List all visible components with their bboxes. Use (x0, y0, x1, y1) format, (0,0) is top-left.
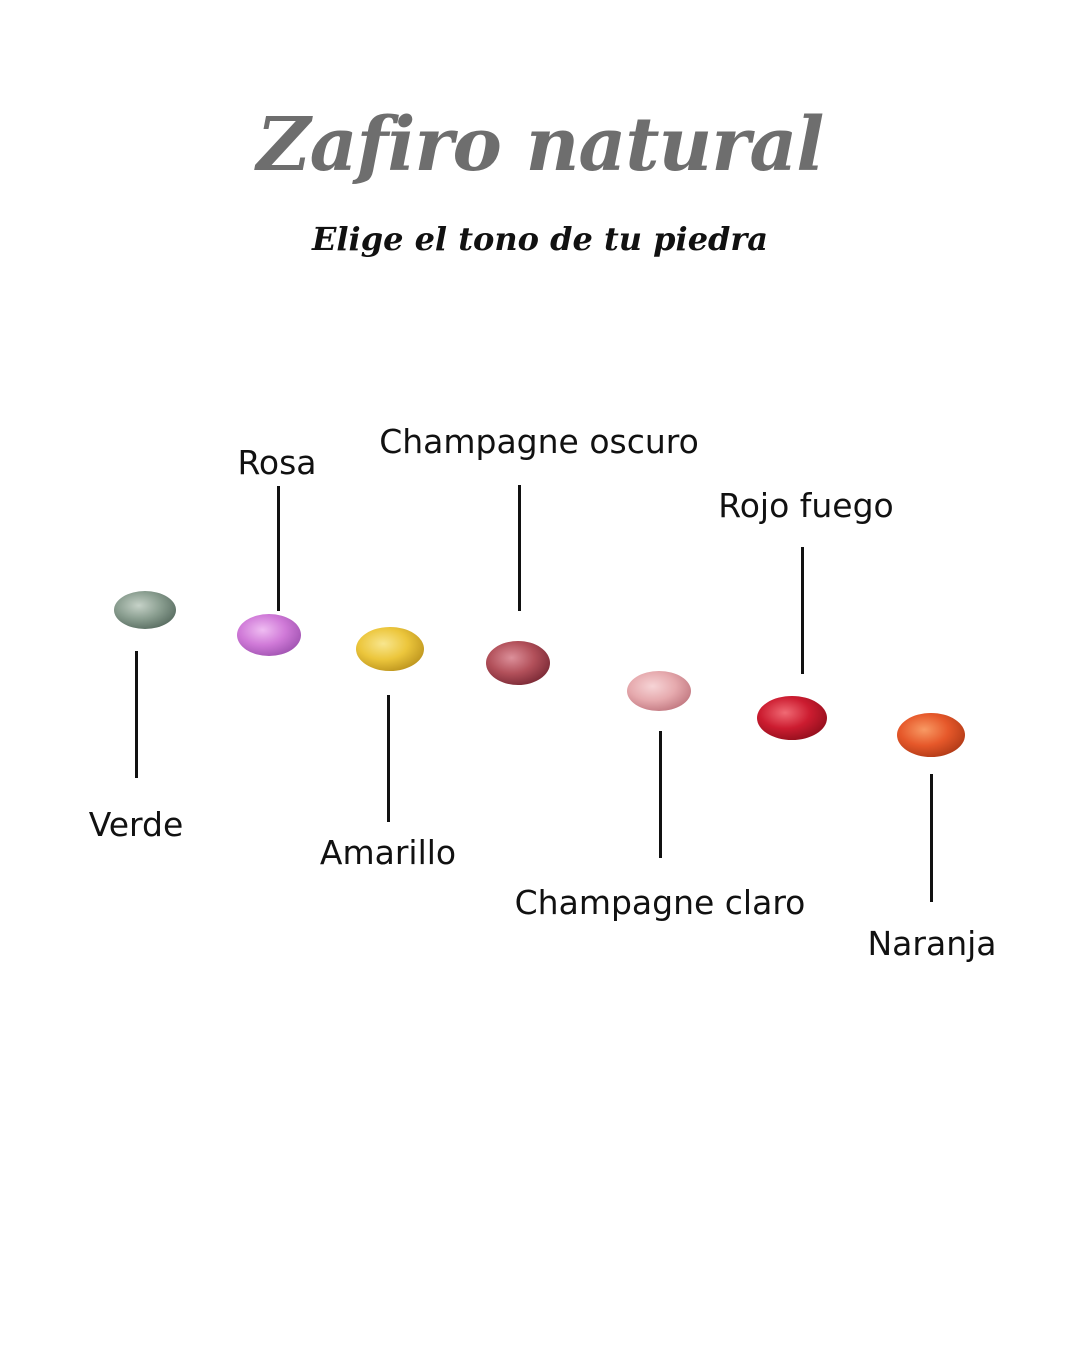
stone-champagne-oscuro (486, 641, 550, 685)
stone-label-rojo-fuego: Rojo fuego (718, 486, 894, 525)
stone-label-naranja: Naranja (867, 924, 997, 963)
stone-verde (114, 591, 176, 629)
stone-label-rosa: Rosa (237, 443, 317, 482)
stone-label-verde: Verde (88, 805, 184, 844)
leader-line-amarillo (387, 695, 390, 822)
stone-label-champagne-oscuro: Champagne oscuro (379, 422, 699, 461)
leader-line-rojo-fuego (801, 547, 804, 674)
page-subtitle: Elige el tono de tu piedra (311, 220, 769, 258)
leader-line-naranja (930, 774, 933, 902)
page-title: Zafiro natural (256, 102, 825, 188)
stone-champagne-claro (627, 671, 691, 711)
stone-rojo-fuego (757, 696, 827, 740)
stone-naranja (897, 713, 965, 757)
leader-line-champagne-claro (659, 731, 662, 858)
stone-label-champagne-claro: Champagne claro (514, 883, 806, 922)
leader-line-champagne-oscuro (518, 485, 521, 611)
stone-label-amarillo: Amarillo (319, 833, 457, 872)
leader-line-rosa (277, 486, 280, 611)
stone-rosa (237, 614, 301, 656)
leader-line-verde (135, 651, 138, 778)
stone-amarillo (356, 627, 424, 671)
